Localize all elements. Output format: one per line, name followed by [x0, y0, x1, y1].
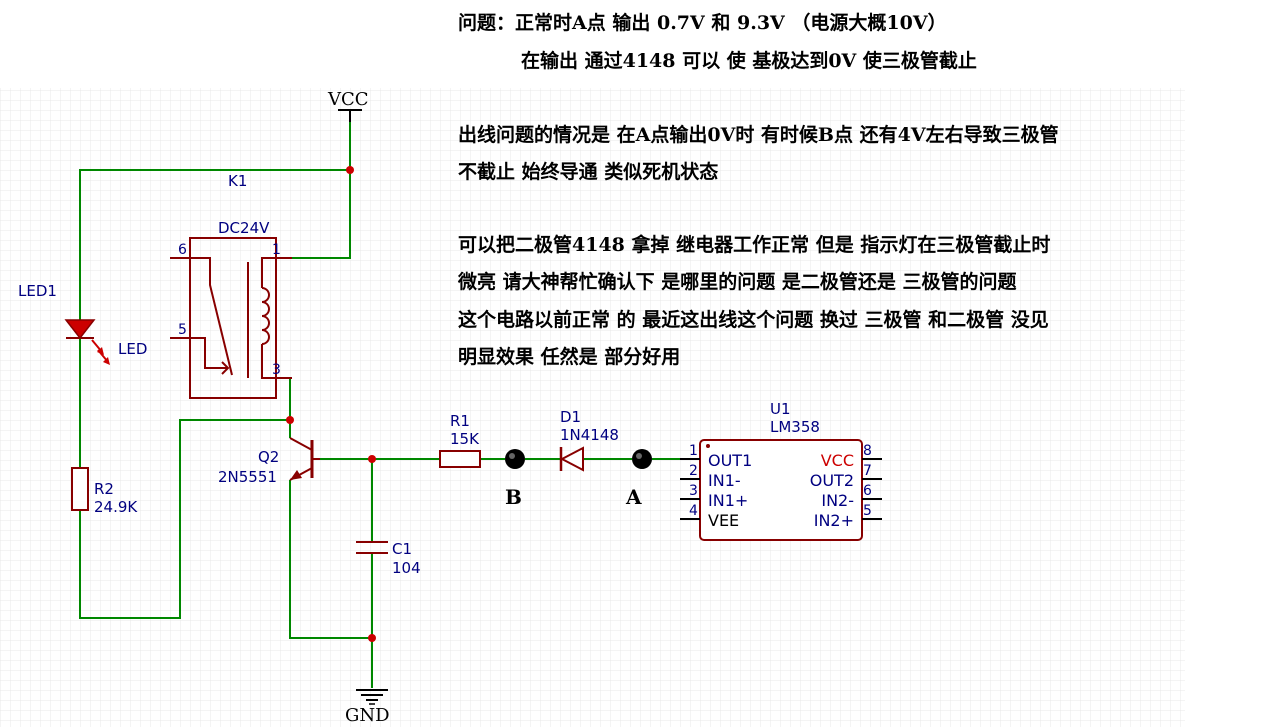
r1-value: 15K	[450, 430, 480, 448]
test-point-b: B	[505, 449, 525, 509]
relay-ref: K1	[228, 172, 247, 190]
r1-ref: R1	[450, 412, 470, 430]
relay-pin-6: 6	[178, 242, 187, 258]
u1-pin-2-num: 2	[689, 463, 698, 479]
note-line-4: 不截止 始终导通 类似死机状态	[458, 161, 719, 183]
u1-pin-5-num: 5	[863, 503, 872, 519]
resistor-r1: R1 15K	[439, 412, 481, 468]
relay-k1: K1 DC24V 6 5 1 3	[170, 172, 292, 399]
note-line-6: 微亮 请大神帮忙确认下 是哪里的问题 是二极管还是 三极管的问题	[458, 271, 1017, 293]
led1: LED1 LED	[18, 282, 147, 365]
led-value: LED	[118, 340, 147, 358]
u1-ref: U1	[770, 400, 791, 418]
note-line-8: 明显效果 任然是 部分好用	[458, 346, 681, 368]
point-a-label: A	[625, 485, 642, 509]
c1-ref: C1	[392, 540, 412, 558]
led-ref: LED1	[18, 282, 57, 300]
u1-pin-4-name: VEE	[708, 511, 739, 530]
u1-value: LM358	[770, 418, 820, 436]
u1-pin-1-name: OUT1	[708, 451, 752, 470]
q2-value: 2N5551	[218, 468, 277, 486]
note-line-1: 问题：正常时A点 输出 0.7V 和 9.3V （电源大概10V）	[458, 12, 947, 34]
gnd-label: GND	[345, 705, 390, 726]
note-line-7: 这个电路以前正常 的 最近这出线这个问题 换过 三极管 和二极管 没见	[458, 309, 1049, 331]
u1-pin-3-name: IN1+	[708, 491, 748, 510]
resistor-r2: R2 24.9K	[71, 467, 138, 516]
r2-ref: R2	[94, 480, 114, 498]
r2-value: 24.9K	[94, 498, 138, 516]
transistor-q2: Q2 2N5551	[218, 437, 320, 486]
vcc-label: VCC	[327, 89, 369, 110]
relay-pin-5: 5	[178, 322, 187, 338]
relay-value: DC24V	[218, 219, 270, 237]
u1-pin-7-num: 7	[863, 463, 872, 479]
relay-pin-3: 3	[272, 362, 281, 378]
ic-u1-lm358: U1 LM358 1 2 3 4 OUT1 IN1- IN1+ VEE 8 7 …	[680, 400, 882, 541]
note-line-2: 在输出 通过4148 可以 使 基极达到0V 使三极管截止	[521, 50, 977, 72]
test-point-a: A	[625, 449, 652, 509]
vcc-symbol: VCC	[327, 89, 369, 122]
relay-pin-1: 1	[272, 242, 281, 258]
diode-d1: D1 1N4148	[559, 408, 619, 472]
u1-pin-1-num: 1	[689, 443, 698, 459]
d1-value: 1N4148	[560, 426, 619, 444]
wires	[79, 120, 680, 688]
u1-pin-6-num: 6	[863, 483, 872, 499]
u1-pin-2-name: IN1-	[708, 471, 741, 490]
u1-pin-6-name: IN2-	[821, 491, 854, 510]
u1-pin-5-name: IN2+	[814, 511, 854, 530]
capacitor-c1: C1 104	[356, 540, 421, 577]
u1-pin-3-num: 3	[689, 483, 698, 499]
junctions	[286, 166, 376, 642]
note-line-3: 出线问题的情况是 在A点输出0V时 有时候B点 还有4V左右导致三极管	[458, 124, 1059, 146]
u1-pin-8-name: VCC	[821, 451, 854, 470]
q2-ref: Q2	[258, 448, 279, 466]
u1-pin-4-num: 4	[689, 503, 698, 519]
d1-ref: D1	[560, 408, 581, 426]
u1-pin-7-name: OUT2	[810, 471, 854, 490]
point-b-label: B	[505, 485, 522, 509]
c1-value: 104	[392, 559, 421, 577]
u1-pin-8-num: 8	[863, 443, 872, 459]
gnd-symbol: GND	[345, 689, 390, 726]
note-line-5: 可以把二极管4148 拿掉 继电器工作正常 但是 指示灯在三极管截止时	[458, 234, 1051, 256]
